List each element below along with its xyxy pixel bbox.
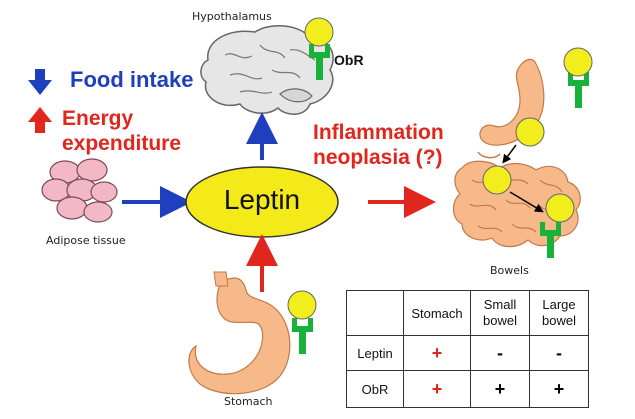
header-small-bowel: Small bowel xyxy=(470,290,530,336)
inflammation-label: Inflammation neoplasia (?) xyxy=(313,120,444,170)
obr-receptor-bowels xyxy=(540,222,561,258)
bowels-label: Bowels xyxy=(490,264,529,277)
cell-leptin-small-bowel: - xyxy=(470,335,530,371)
stomach-label: Stomach xyxy=(224,395,273,408)
obr-label: ObR xyxy=(334,52,364,68)
expression-table: Stomach Small bowel Large bowel Leptin +… xyxy=(346,290,589,408)
header-stomach: Stomach xyxy=(403,290,471,336)
header-large-bowel: Large bowel xyxy=(529,290,589,336)
cell-obr-small-bowel: + xyxy=(470,370,530,408)
food-intake-label: Food intake xyxy=(70,67,194,92)
cell-leptin-stomach: + xyxy=(403,335,471,371)
brain-illustration xyxy=(200,25,334,115)
leptin-label: Leptin xyxy=(223,184,301,215)
cell-obr-large-bowel: + xyxy=(529,370,589,408)
up-arrow-energy xyxy=(28,107,52,133)
energy-line-2: expenditure xyxy=(62,132,182,155)
adipose-tissue-label: Adipose tissue xyxy=(46,234,126,247)
stomach-illustration xyxy=(188,271,291,395)
cell-obr-stomach: + xyxy=(403,370,471,408)
table-header-row: Stomach Small bowel Large bowel xyxy=(346,290,589,336)
table-corner-cell xyxy=(346,290,404,336)
leptin-ligands-bowels xyxy=(482,117,575,223)
obr-receptor-stomach xyxy=(287,290,317,354)
inflammation-line-2: neoplasia (?) xyxy=(313,146,443,169)
obr-receptor-brain xyxy=(304,17,334,80)
obr-receptor-right-stomach xyxy=(563,47,593,108)
table-row-obr: ObR + + + xyxy=(346,370,589,408)
arrow-small-to-large-bowel xyxy=(509,191,544,213)
inflammation-line-1: Inflammation xyxy=(313,121,444,144)
table-row-leptin: Leptin + - - xyxy=(346,335,589,371)
hypothalamus-label: Hypothalamus xyxy=(192,10,272,23)
energy-line-1: Energy xyxy=(62,107,134,130)
cell-leptin-large-bowel: - xyxy=(529,335,589,371)
adipose-tissue-illustration xyxy=(41,158,118,223)
arrow-stomach-to-small-bowel xyxy=(502,144,517,164)
row-label-leptin: Leptin xyxy=(346,335,404,371)
down-arrow-food-intake xyxy=(28,69,52,95)
row-label-obr: ObR xyxy=(346,370,404,408)
energy-expenditure-label: Energy expenditure xyxy=(62,106,181,156)
